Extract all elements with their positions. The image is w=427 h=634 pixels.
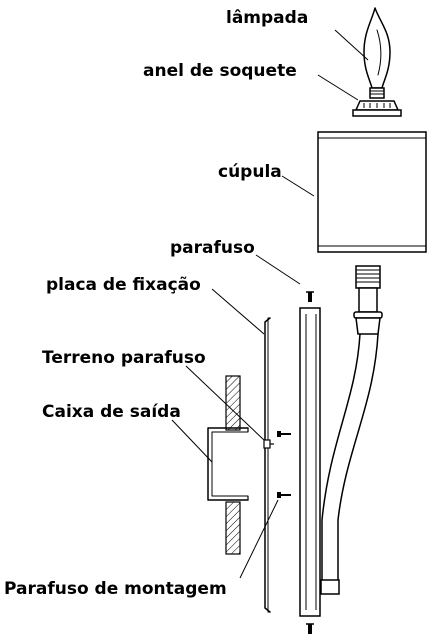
- label-lampada: lâmpada: [226, 8, 308, 28]
- leader-caixa: [171, 419, 213, 463]
- bottom-screw: [306, 623, 314, 634]
- lamp-bulb: [363, 7, 391, 99]
- leader-anel: [317, 74, 359, 101]
- socket-ring: [352, 100, 402, 117]
- outlet-box: [207, 375, 249, 555]
- mounting-plate: [264, 317, 271, 613]
- threaded-nipple: [353, 265, 383, 335]
- label-placa-de-fixacao: placa de fixação: [46, 275, 201, 295]
- shade: [317, 131, 427, 253]
- leader-lines: [171, 29, 369, 579]
- leader-placa: [211, 288, 265, 335]
- leader-cupula: [281, 175, 315, 197]
- mounting-screw-lower: [277, 492, 291, 498]
- label-cupula: cúpula: [218, 162, 282, 182]
- top-screw: [306, 291, 314, 302]
- leader-lampada: [334, 29, 369, 61]
- backplate: [299, 307, 321, 617]
- mounting-screw-upper: [277, 431, 291, 437]
- label-parafuso: parafuso: [170, 238, 255, 258]
- curved-arm: [320, 333, 379, 595]
- label-anel-de-soquete: anel de soquete: [143, 61, 297, 81]
- leader-terreno: [185, 365, 265, 441]
- label-parafuso-de-montagem: Parafuso de montagem: [4, 579, 227, 599]
- ground-screw: [263, 439, 274, 449]
- leader-parafuso: [255, 254, 301, 285]
- label-caixa-de-saida: Caixa de saída: [42, 402, 181, 422]
- label-terreno-parafuso: Terreno parafuso: [42, 348, 206, 368]
- leader-montagem: [239, 499, 279, 579]
